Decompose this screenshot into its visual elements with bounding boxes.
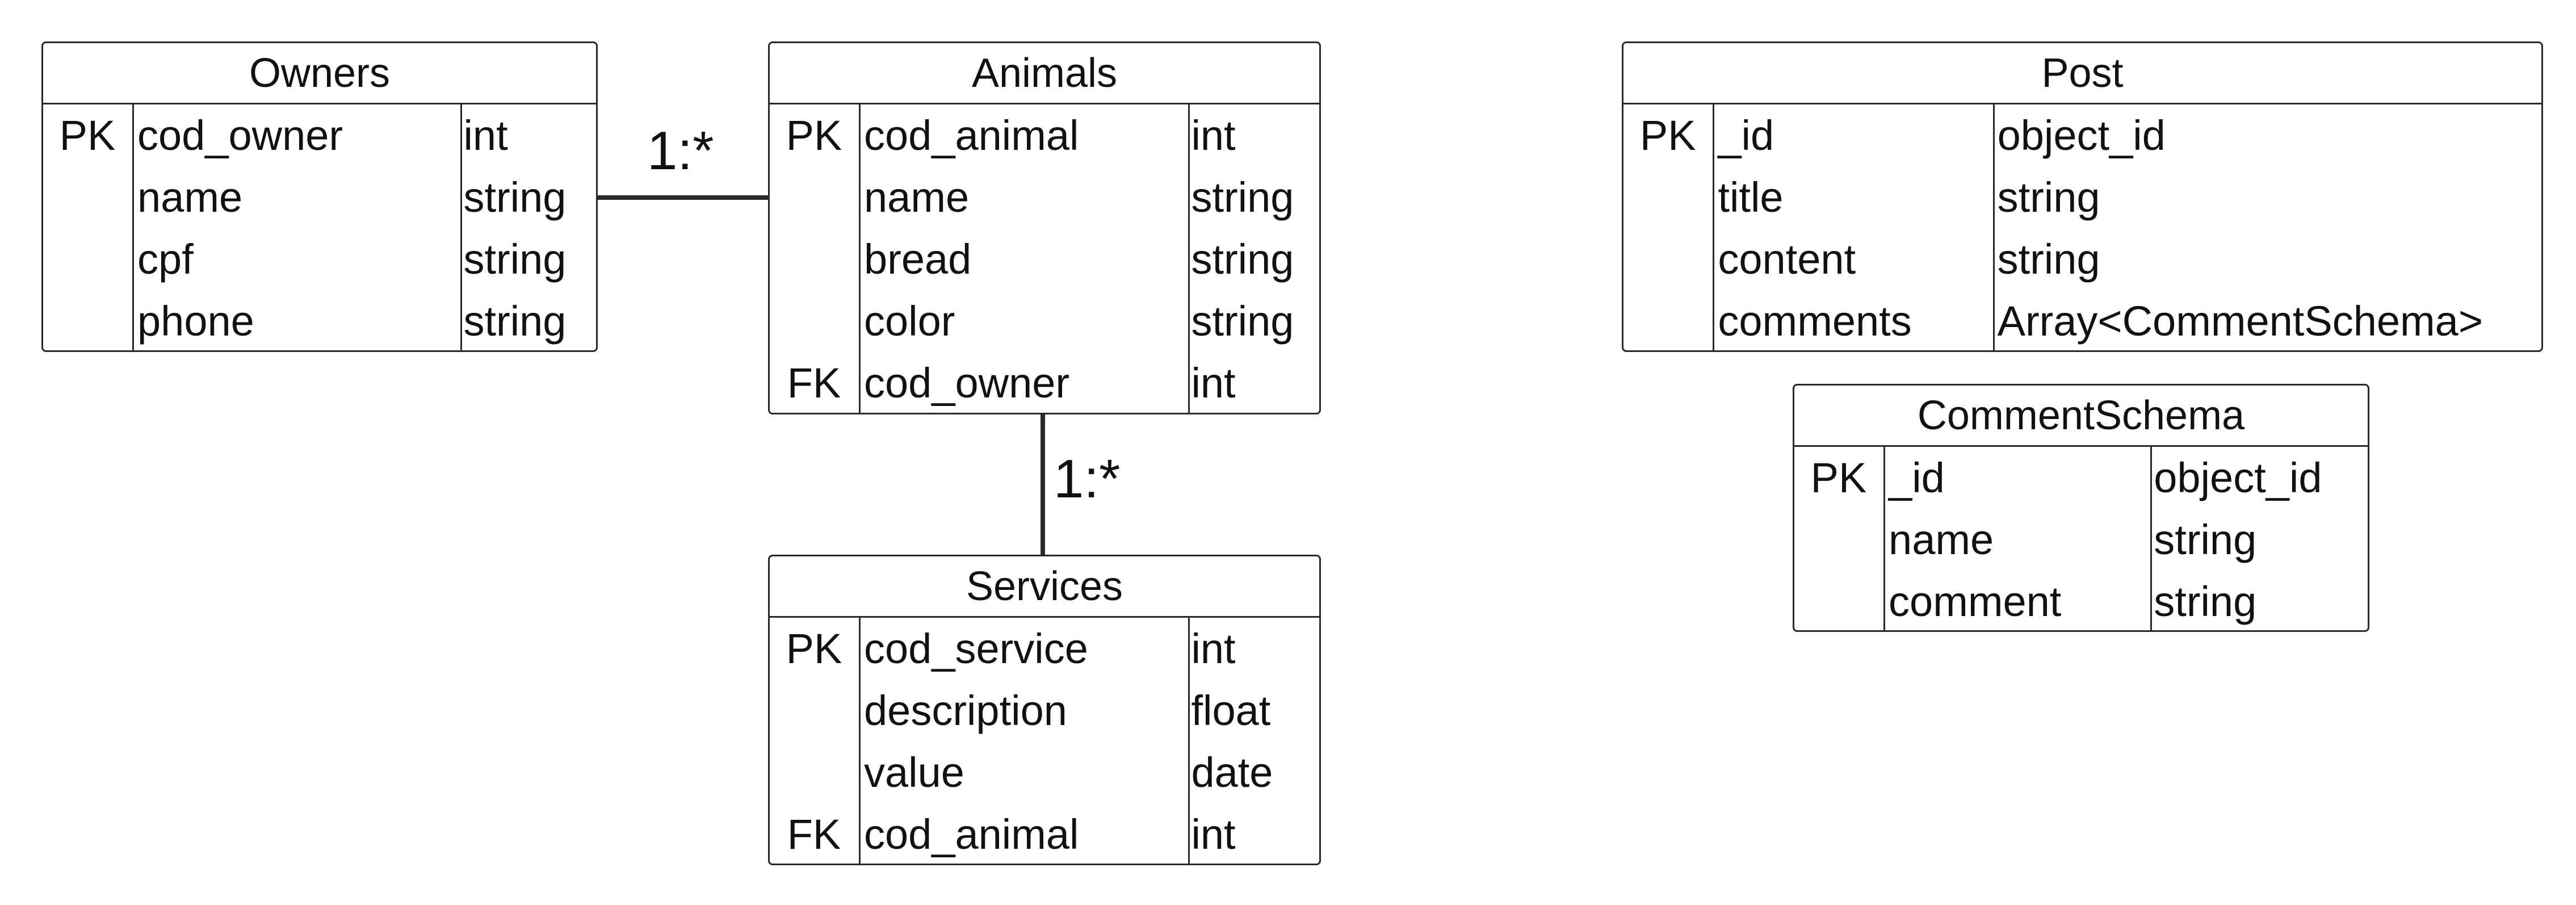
post-key [1623, 290, 1712, 350]
owners-row: PK cod_owner int [43, 104, 596, 166]
animals-key [770, 290, 858, 352]
services-key: PK [786, 625, 842, 672]
services-row: FK cod_animal int [770, 803, 1319, 864]
animals-key [770, 166, 858, 228]
owners-field-type: int [463, 111, 508, 159]
post-key [1623, 228, 1712, 290]
owners-field-type: string [463, 297, 567, 345]
animals-key: FK [787, 359, 841, 407]
commentschema-field-name: comment [1889, 577, 2062, 625]
services-field-name: cod_service [864, 625, 1088, 672]
commentschema-title: CommentSchema [1794, 386, 2368, 447]
owners-field-type: string [463, 235, 567, 283]
post-key [1623, 166, 1712, 228]
post-field-name: _id [1718, 111, 1774, 159]
post-field-name: content [1718, 235, 1856, 283]
animals-key [770, 228, 858, 290]
animals-row: color string [770, 290, 1319, 352]
post-row: comments Array<CommentSchema> [1623, 290, 2541, 350]
owners-field-name: name [137, 173, 243, 221]
animals-entity[interactable]: Animals PK cod_animal int name string br… [768, 41, 1321, 414]
animals-title: Animals [770, 43, 1319, 104]
owners-field-type: string [463, 173, 567, 221]
animals-field-type: string [1191, 297, 1294, 345]
services-entity[interactable]: Services PK cod_service int description … [768, 555, 1321, 865]
commentschema-field-type: string [2154, 516, 2257, 563]
commentschema-field-type: object_id [2154, 454, 2322, 501]
animals-field-name: cod_owner [864, 359, 1070, 407]
owners-field-name: cod_owner [137, 111, 343, 159]
post-field-type: string [1997, 173, 2100, 221]
services-field-type: int [1191, 810, 1236, 858]
commentschema-row: name string [1794, 509, 2368, 571]
owners-animals-cardinality: 1:* [647, 120, 714, 181]
owners-field-name: cpf [137, 235, 194, 283]
commentschema-fields: PK _id object_id name string comment str… [1794, 447, 2368, 630]
owners-key: PK [59, 111, 116, 159]
owners-entity[interactable]: Owners PK cod_owner int name string cpf … [41, 41, 598, 352]
services-field-type: float [1191, 686, 1271, 734]
post-field-type: string [1997, 235, 2100, 283]
animals-row: bread string [770, 228, 1319, 290]
post-field-type: object_id [1997, 111, 2166, 159]
services-row: value date [770, 741, 1319, 803]
animals-key: PK [786, 111, 842, 159]
post-field-name: comments [1718, 297, 1912, 345]
services-field-name: cod_animal [864, 810, 1079, 858]
services-key [770, 680, 858, 741]
owners-title: Owners [43, 43, 596, 104]
owners-key [43, 290, 132, 350]
owners-animals-connector [596, 195, 768, 200]
services-fields: PK cod_service int description float val… [770, 618, 1319, 864]
animals-field-type: int [1191, 111, 1236, 159]
commentschema-field-name: _id [1889, 454, 1945, 501]
animals-field-name: bread [864, 235, 972, 283]
post-row: content string [1623, 228, 2541, 290]
services-field-name: value [864, 748, 964, 796]
post-entity[interactable]: Post PK _id object_id title string conte… [1622, 41, 2543, 352]
owners-fields: PK cod_owner int name string cpf string … [43, 104, 596, 350]
post-title: Post [1623, 43, 2541, 104]
owners-row: name string [43, 166, 596, 228]
post-field-type: Array<CommentSchema> [1997, 297, 2483, 345]
animals-field-type: string [1191, 235, 1294, 283]
owners-field-name: phone [137, 297, 254, 345]
commentschema-key [1794, 571, 1883, 630]
animals-field-name: name [864, 173, 970, 221]
owners-row: phone string [43, 290, 596, 350]
services-field-type: date [1191, 748, 1273, 796]
animals-row: FK cod_owner int [770, 352, 1319, 413]
animals-services-connector [1041, 413, 1045, 555]
animals-row: name string [770, 166, 1319, 228]
services-row: PK cod_service int [770, 618, 1319, 680]
owners-row: cpf string [43, 228, 596, 290]
animals-field-name: color [864, 297, 955, 345]
services-field-type: int [1191, 625, 1236, 672]
services-key [770, 741, 858, 803]
services-row: description float [770, 680, 1319, 741]
commentschema-field-type: string [2154, 577, 2257, 625]
services-field-name: description [864, 686, 1067, 734]
post-row: PK _id object_id [1623, 104, 2541, 166]
post-fields: PK _id object_id title string content st… [1623, 104, 2541, 350]
animals-field-type: string [1191, 173, 1294, 221]
post-row: title string [1623, 166, 2541, 228]
services-key: FK [787, 810, 841, 858]
commentschema-field-name: name [1889, 516, 1994, 563]
animals-field-type: int [1191, 359, 1236, 407]
post-key: PK [1639, 111, 1696, 159]
commentschema-row: comment string [1794, 571, 2368, 630]
owners-key [43, 166, 132, 228]
animals-fields: PK cod_animal int name string bread stri… [770, 104, 1319, 413]
post-field-name: title [1718, 173, 1784, 221]
animals-row: PK cod_animal int [770, 104, 1319, 166]
commentschema-entity[interactable]: CommentSchema PK _id object_id name stri… [1793, 384, 2369, 632]
commentschema-key [1794, 509, 1883, 571]
animals-field-name: cod_animal [864, 111, 1079, 159]
owners-key [43, 228, 132, 290]
commentschema-key: PK [1810, 454, 1867, 501]
services-title: Services [770, 556, 1319, 618]
animals-services-cardinality: 1:* [1054, 449, 1121, 509]
commentschema-row: PK _id object_id [1794, 447, 2368, 509]
